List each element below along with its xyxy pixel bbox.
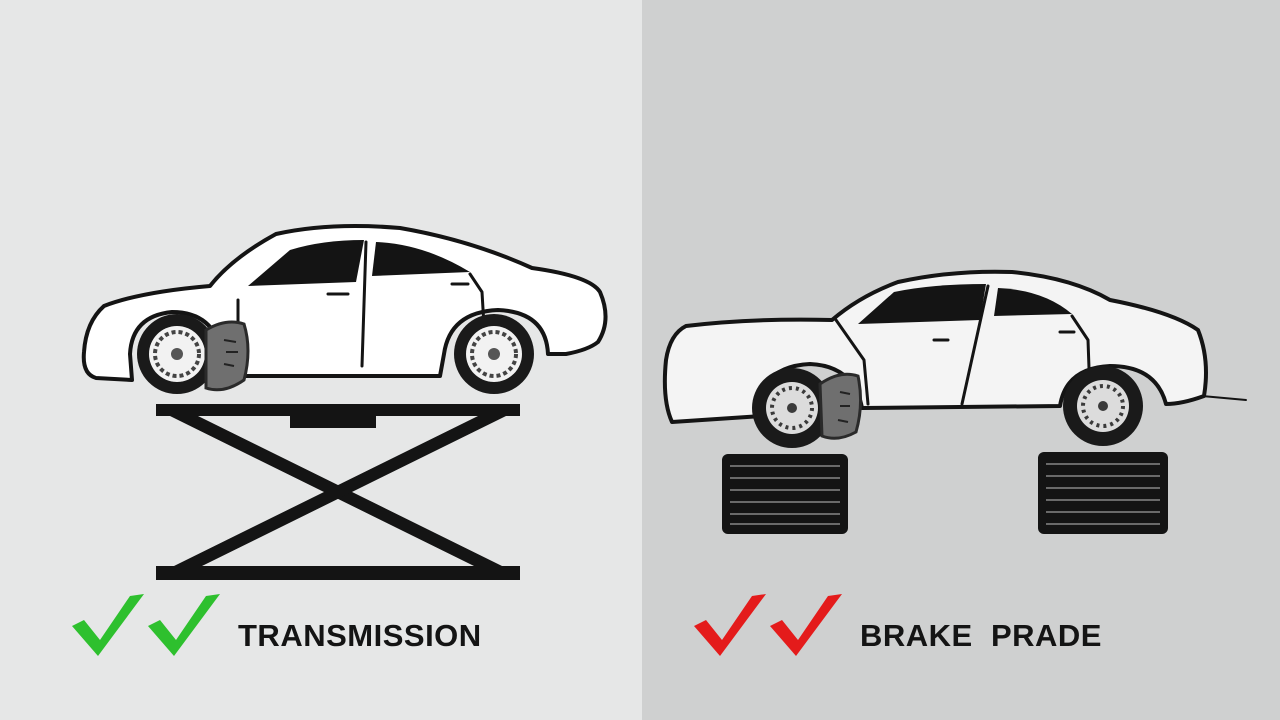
brake-caliper-icon [204,320,250,392]
wheel-rear [454,314,534,394]
checkmark-icon [148,594,220,656]
sedan-car-icon [662,269,1247,424]
wheel-front [752,368,832,448]
left-illustration [0,0,642,720]
brake-caliper-icon [818,372,863,440]
checkmark-icon [770,594,842,656]
right-illustration [642,0,1280,720]
sedan-car-icon [81,224,608,382]
scissor-lift-icon [156,404,520,580]
right-caption: BRAKE PRADE [860,618,1102,653]
left-panel: TRANSMISSION [0,0,642,720]
checkmark-icon [694,594,766,656]
left-caption: TRANSMISSION [238,618,482,653]
wheel-rear [1063,366,1143,446]
checkmark-icon [72,594,144,656]
right-panel: BRAKE PRADE [642,0,1280,720]
tire-stack-icon [722,454,848,534]
tire-stack-icon [1038,452,1168,534]
wheel-front [137,314,217,394]
